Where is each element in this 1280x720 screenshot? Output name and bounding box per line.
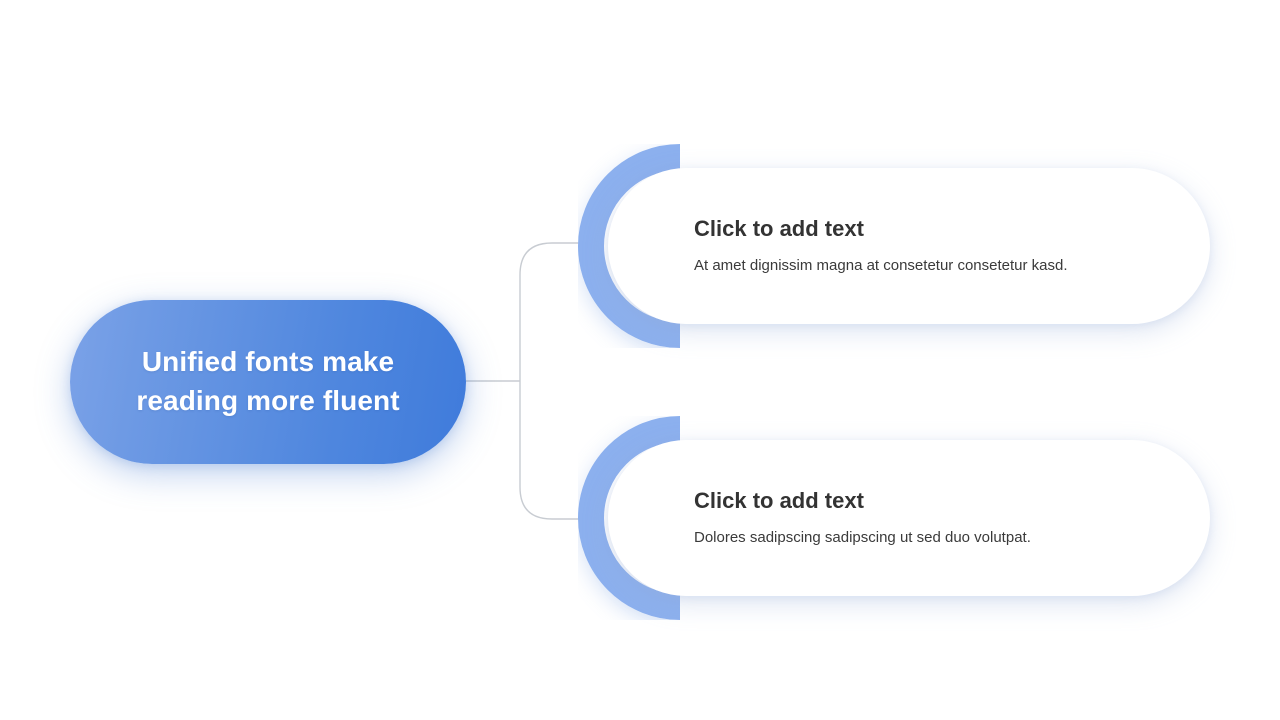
arc-accent-1 bbox=[578, 144, 680, 348]
connector-branch-up bbox=[519, 242, 600, 381]
arc-accent-2 bbox=[578, 416, 680, 620]
branch-card-description: At amet dignissim magna at consetetur co… bbox=[694, 257, 1068, 275]
root-node[interactable]: Unified fonts make reading more fluent bbox=[70, 300, 466, 464]
branch-card-title: Click to add text bbox=[694, 487, 864, 513]
branch-card-1[interactable]: Click to add text At amet dignissim magn… bbox=[608, 168, 1210, 324]
branch-card-2[interactable]: Click to add text Dolores sadipscing sad… bbox=[608, 440, 1210, 596]
branch-card-title: Click to add text bbox=[694, 215, 864, 241]
branch-card-description: Dolores sadipscing sadipscing ut sed duo… bbox=[694, 529, 1031, 547]
connector-branch-down bbox=[519, 381, 600, 520]
root-node-label: Unified fonts make reading more fluent bbox=[136, 346, 400, 416]
